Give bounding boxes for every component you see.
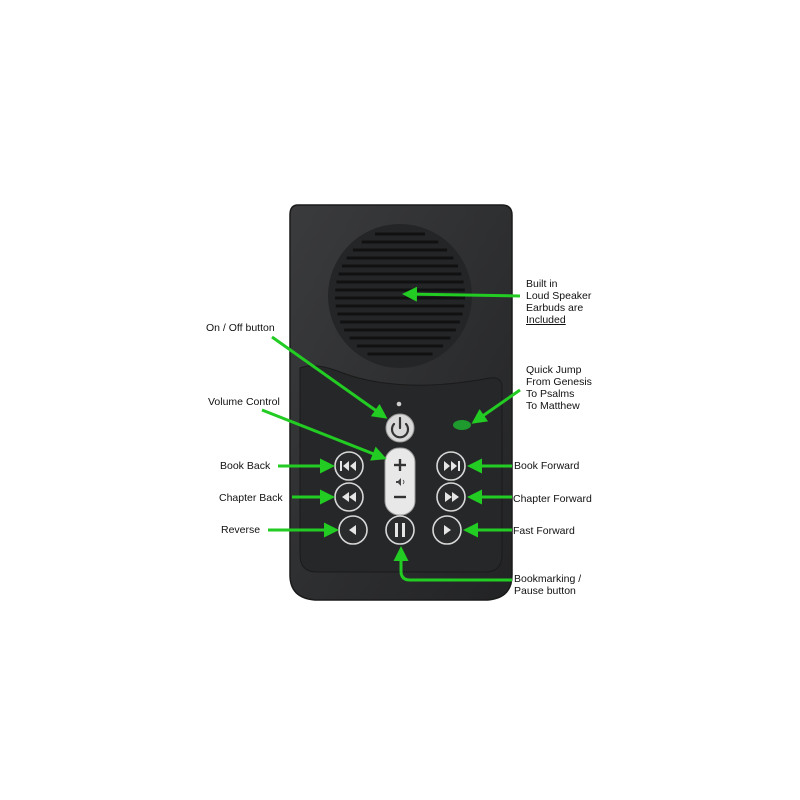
rewind-icon xyxy=(342,492,356,502)
arrow-quick-jump xyxy=(471,388,521,424)
speaker-grille xyxy=(328,224,472,368)
fast-forward-label: Fast Forward xyxy=(513,525,575,537)
pause-button[interactable] xyxy=(385,515,415,545)
arrow-volume xyxy=(261,408,387,461)
power-icon xyxy=(390,416,410,439)
chapter-back-label: Chapter Back xyxy=(219,492,283,504)
book-back-label: Book Back xyxy=(220,460,271,472)
arrow-speaker xyxy=(402,286,521,302)
volume-control-label: Volume Control xyxy=(208,396,280,408)
speaker-volume-icon xyxy=(396,478,405,486)
arrow-pause xyxy=(393,546,512,582)
book-back-button[interactable] xyxy=(334,451,364,481)
chapter-forward-label: Chapter Forward xyxy=(513,493,592,505)
skip-forward-icon xyxy=(444,461,460,471)
quick-jump-label: Quick Jump From Genesis To Psalms To Mat… xyxy=(526,364,592,412)
on-off-label: On / Off button xyxy=(206,322,275,334)
volume-control[interactable] xyxy=(384,447,416,516)
book-forward-button[interactable] xyxy=(436,451,466,481)
play-reverse-icon xyxy=(349,525,356,535)
speaker-label: Built in Loud Speaker Earbuds are Includ… xyxy=(526,278,592,326)
book-forward-label: Book Forward xyxy=(514,460,580,472)
bookmark-label: Bookmarking / Pause button xyxy=(514,573,582,597)
status-dot xyxy=(396,401,402,407)
skip-back-icon xyxy=(340,461,356,471)
reverse-label: Reverse xyxy=(221,524,261,536)
power-button[interactable] xyxy=(385,413,415,443)
volume-up-icon xyxy=(394,459,406,471)
quick-jump-led[interactable] xyxy=(453,420,471,430)
play-icon xyxy=(444,525,451,535)
fast-forward-button[interactable] xyxy=(432,515,462,545)
chapter-forward-button[interactable] xyxy=(436,482,466,512)
reverse-button[interactable] xyxy=(338,515,368,545)
pause-icon xyxy=(395,523,405,537)
arrow-on-off xyxy=(271,335,388,419)
fast-forward-icon xyxy=(445,492,459,502)
chapter-back-button[interactable] xyxy=(334,482,364,512)
